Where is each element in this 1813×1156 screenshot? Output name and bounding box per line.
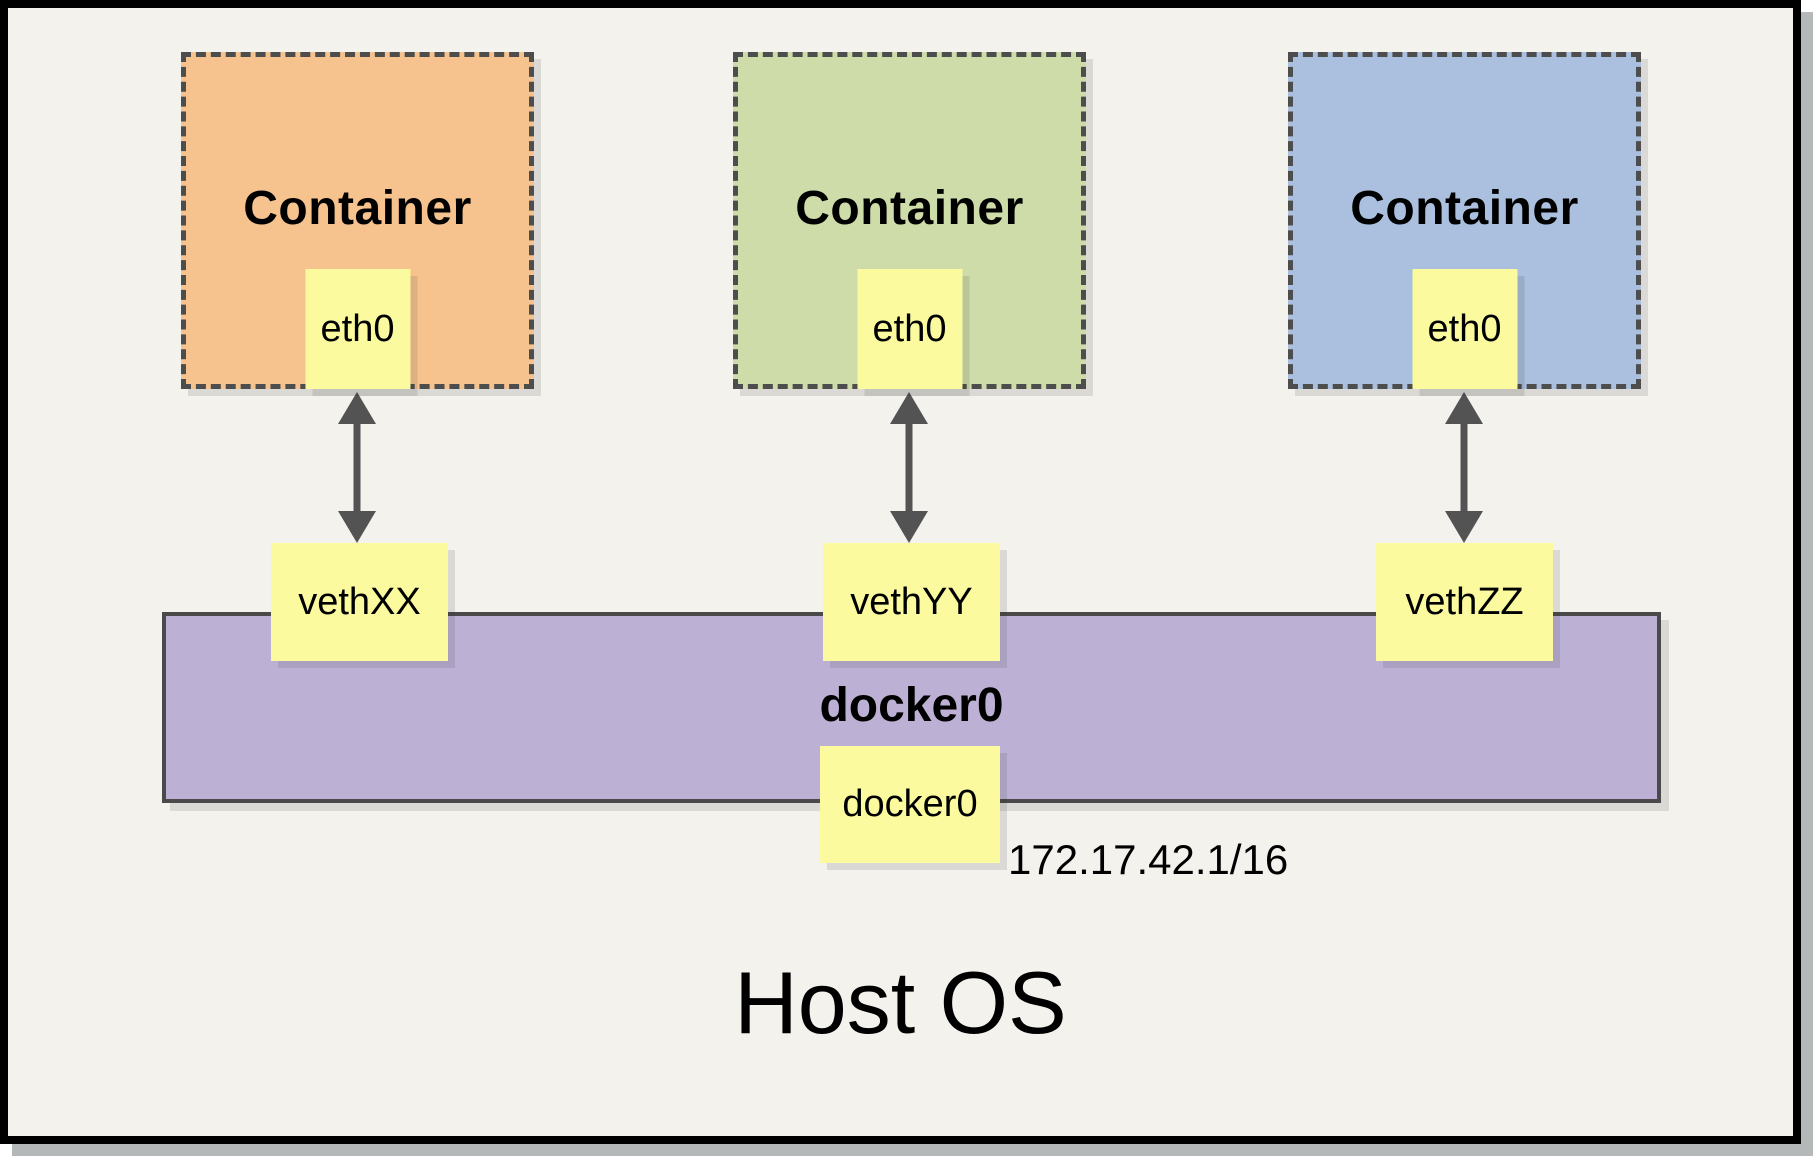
docker0-interface-label: docker0 [842,783,978,825]
docker0-interface-note: docker0 [820,746,1000,863]
container-title: Container [1350,182,1579,235]
vethxx-note: vethXX [271,543,448,661]
container-title: Container [243,182,472,235]
vethyy-note: vethYY [823,543,1000,661]
double-arrow-icon-3 [1445,392,1483,543]
arrow-shaft [905,416,913,519]
eth0-label: eth0 [320,307,395,350]
vethzz-note: vethZZ [1376,543,1553,661]
eth0-note-1: eth0 [305,269,410,389]
docker0-bridge-label: docker0 [819,679,1004,732]
arrow-shaft [1460,416,1468,519]
arrow-shaft [353,416,361,519]
container-box-2: Container eth0 [733,52,1086,389]
eth0-label: eth0 [1427,307,1502,350]
eth0-note-2: eth0 [857,269,962,389]
docker0-ip-label: 172.17.42.1/16 [1008,836,1289,883]
container-title: Container [795,182,1024,235]
veth-label: vethXX [298,580,421,623]
container-box-3: Container eth0 [1288,52,1641,389]
container-box-1: Container eth0 [181,52,534,389]
eth0-note-3: eth0 [1412,269,1517,389]
veth-label: vethYY [850,580,973,623]
double-arrow-icon-1 [338,392,376,543]
host-os-title: Host OS [734,953,1067,1052]
veth-label: vethZZ [1405,580,1524,623]
arrowhead-down-icon [890,511,928,543]
eth0-label: eth0 [872,307,947,350]
double-arrow-icon-2 [890,392,928,543]
arrowhead-down-icon [338,511,376,543]
arrowhead-down-icon [1445,511,1483,543]
